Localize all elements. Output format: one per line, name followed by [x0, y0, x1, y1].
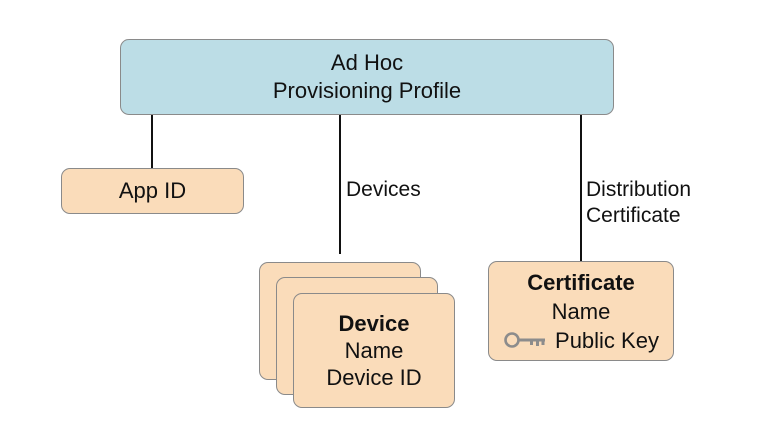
- certificate-edge-label: Distribution Certificate: [586, 177, 691, 229]
- device-title: Device: [338, 311, 410, 336]
- certificate-name: Name: [551, 298, 611, 324]
- connector-certificate: [580, 115, 582, 261]
- app-id-node: App ID: [61, 168, 244, 214]
- certificate-node: Certificate Name Public Key: [488, 261, 674, 361]
- root-title-line2: Provisioning Profile: [272, 78, 462, 103]
- connector-devices: [339, 115, 341, 254]
- connector-app-id: [151, 115, 153, 168]
- device-id: Device ID: [326, 365, 422, 390]
- root-title-line1: Ad Hoc: [330, 50, 404, 75]
- public-key-row: Public Key: [503, 326, 659, 355]
- public-key-label: Public Key: [555, 327, 659, 353]
- certificate-title: Certificate: [527, 269, 635, 295]
- device-name: Name: [344, 338, 404, 363]
- key-icon: [503, 330, 549, 350]
- certificate-edge-label-line2: Certificate: [586, 204, 681, 227]
- device-node: Device Name Device ID: [293, 293, 455, 408]
- certificate-edge-label-line1: Distribution: [586, 178, 692, 201]
- provisioning-profile-node: Ad Hoc Provisioning Profile: [120, 39, 614, 115]
- app-id-label: App ID: [118, 178, 187, 203]
- devices-edge-label: Devices: [346, 178, 421, 201]
